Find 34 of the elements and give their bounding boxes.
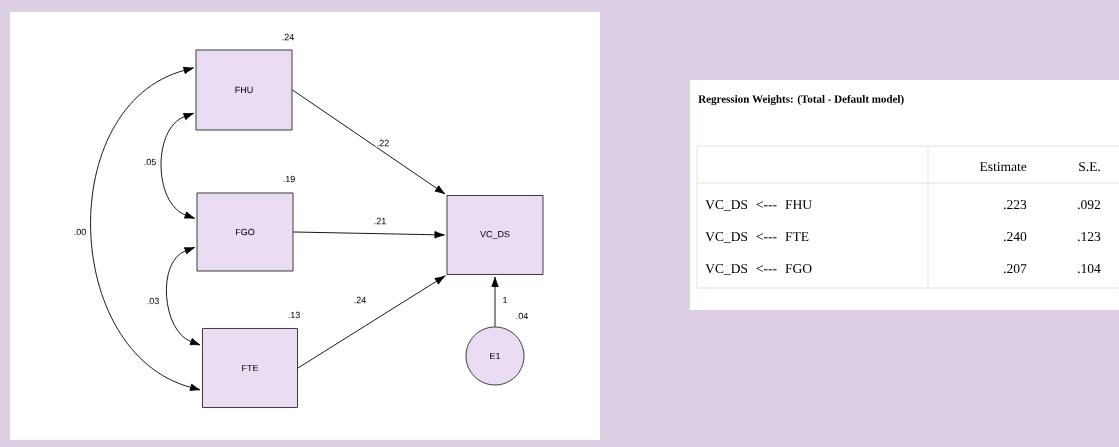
table-cell: .240 bbox=[1004, 232, 1027, 242]
table-cell: .223 bbox=[1004, 200, 1027, 210]
table-cell: .123 bbox=[1078, 232, 1101, 242]
edge-label: .00 bbox=[72, 227, 88, 237]
path-arrow bbox=[297, 275, 446, 369]
table-title: Regression Weights: (Total - Default model) bbox=[698, 94, 904, 106]
value-label: .13 bbox=[288, 311, 300, 319]
edge-label: 1 bbox=[501, 295, 509, 305]
variable-box: FGO bbox=[196, 192, 294, 272]
variable-box: FTE bbox=[202, 328, 298, 408]
edge-label: .21 bbox=[372, 216, 388, 226]
column-header: Estimate bbox=[979, 162, 1027, 172]
path-arrow bbox=[491, 276, 499, 327]
value-label: .19 bbox=[283, 175, 295, 183]
path-arrow bbox=[293, 231, 445, 239]
edge-label: .22 bbox=[375, 138, 391, 148]
table-cell: VC_DS <--- FTE bbox=[705, 232, 809, 243]
value-label: .24 bbox=[282, 33, 294, 41]
path-arrow bbox=[292, 89, 446, 195]
variable-box: VC_DS bbox=[446, 195, 544, 275]
covariance-arrow bbox=[90, 66, 201, 391]
value-label: .04 bbox=[516, 312, 528, 320]
covariance-arrow bbox=[160, 112, 195, 219]
table-cell: VC_DS <--- FGO bbox=[705, 264, 812, 275]
edge-label: .05 bbox=[142, 157, 158, 167]
column-header: S.E. bbox=[1079, 162, 1100, 172]
table-cell: VC_DS <--- FHU bbox=[705, 200, 812, 211]
table-cell: .207 bbox=[1004, 264, 1027, 274]
edge-label: .03 bbox=[145, 296, 161, 306]
table-cell: .104 bbox=[1078, 264, 1101, 274]
covariance-arrow bbox=[166, 247, 201, 346]
table-cell: .092 bbox=[1078, 200, 1101, 210]
edge-label: .24 bbox=[352, 295, 368, 305]
variable-box: FHU bbox=[195, 49, 293, 131]
